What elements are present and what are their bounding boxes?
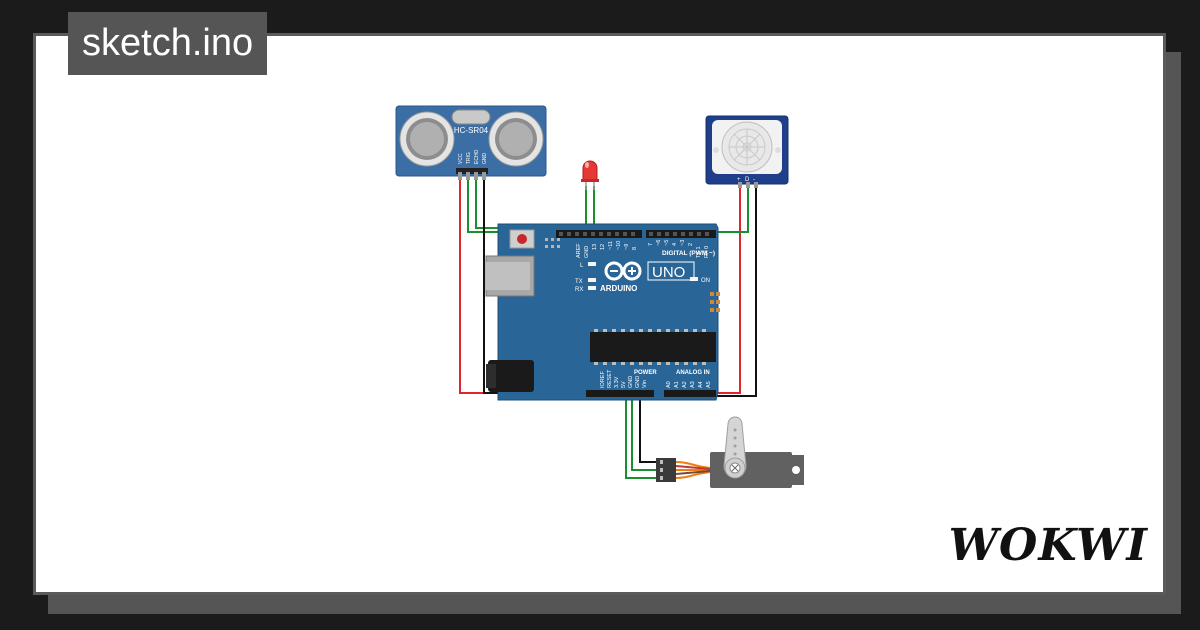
led-label-rx: RX — [575, 287, 583, 293]
servo-cable — [675, 461, 711, 479]
pin-label-aref: AREF — [576, 243, 582, 258]
pin-label-3: ~3 — [680, 240, 686, 246]
pir-pin-data: D — [745, 177, 750, 183]
analog-label: ANALOG IN — [676, 370, 710, 376]
pin-label-a4: A4 — [698, 381, 704, 388]
atmega-chip — [590, 329, 716, 365]
icsp-header-right — [710, 292, 720, 312]
digital-header-holes — [559, 232, 709, 236]
sketch-title[interactable]: sketch.ino — [68, 12, 268, 75]
servo-motor[interactable] — [656, 416, 804, 488]
ultrasonic-pin-echo: ECHO — [474, 149, 480, 164]
pin-label-6: ~6 — [656, 240, 662, 246]
uno-label: UNO — [652, 264, 685, 281]
pin-label-11: ~11 — [608, 241, 614, 250]
pin-label-12: 12 — [600, 244, 606, 250]
pir-dome-pattern — [728, 128, 766, 166]
ultrasonic-pin-gnd: GND — [482, 153, 488, 165]
pin-label-a0: A0 — [666, 381, 672, 388]
led-label-l: L — [580, 263, 584, 269]
power-jack — [488, 360, 534, 392]
ultrasonic-sensor[interactable]: HC-SR04 VCC TRIG ECHO GND — [395, 105, 547, 180]
wokwi-logo: WOKWI — [948, 520, 1148, 571]
analog-header — [664, 390, 716, 397]
arduino-logo: ARDUINO — [600, 261, 642, 293]
arduino-uno[interactable]: AREF GND 13 12 ~11 ~10 ~9 8 7 ~6 ~5 4 ~3… — [485, 223, 720, 401]
ultrasonic-transducer-left — [399, 111, 455, 167]
led[interactable] — [581, 160, 599, 190]
ultrasonic-label: HC-SR04 — [454, 126, 489, 135]
pin-label-a1: A1 — [674, 381, 680, 388]
uno-badge — [647, 261, 695, 281]
pin-label-5: ~5 — [664, 240, 670, 246]
pin-label-2: 2 — [688, 243, 694, 246]
pin-label-reset: RESET — [607, 369, 613, 388]
pin-label-10: ~10 — [616, 241, 622, 250]
pin-label-9: ~9 — [624, 244, 630, 250]
pin-label-a3: A3 — [690, 381, 696, 388]
ultrasonic-header — [456, 168, 488, 180]
pin-label-a5: A5 — [706, 381, 712, 388]
pin-label-rx0: RX 0 — [704, 246, 710, 258]
analog-pin-labels: A0 A1 A2 A3 A4 A5 — [666, 381, 712, 388]
pir-sensor[interactable]: + D - — [705, 115, 789, 188]
wire-servo-vcc[interactable] — [631, 393, 660, 471]
power-label: POWER — [634, 370, 657, 376]
pin-label-gnd1: GND — [628, 376, 634, 388]
pin-label-vin: Vin — [642, 380, 648, 388]
pin-label-5v: 5V — [621, 381, 627, 388]
on-led-label: ON — [701, 278, 710, 284]
pin-label-13: 13 — [592, 244, 598, 250]
servo-connector — [656, 458, 676, 482]
pir-pin-minus: - — [753, 177, 755, 183]
pin-label-tx1: TX 1 — [696, 246, 702, 258]
led-label-tx: TX — [575, 279, 583, 285]
pin-label-8: 8 — [632, 247, 638, 250]
ultrasonic-pin-vcc: VCC — [458, 153, 464, 164]
pin-label-4: 4 — [672, 243, 678, 246]
ultrasonic-pin-trig: TRIG — [466, 152, 472, 164]
servo-body — [710, 452, 792, 488]
pin-label-gnd2: GND — [635, 376, 641, 388]
icsp-header-top — [545, 238, 560, 248]
pin-label-3v3: 3.3V — [614, 376, 620, 388]
digital-pin-labels: AREF GND 13 12 ~11 ~10 ~9 8 7 ~6 ~5 4 ~3… — [576, 240, 710, 258]
pin-label-a2: A2 — [682, 381, 688, 388]
pin-label-gnd: GND — [584, 246, 590, 258]
ultrasonic-pin-labels: VCC TRIG ECHO GND — [458, 149, 488, 164]
pin-label-ioref: IOREF — [600, 371, 606, 388]
power-pin-labels: IOREF RESET 3.3V 5V GND GND Vin — [600, 369, 648, 388]
pin-label-7: 7 — [648, 243, 654, 246]
pir-pin-plus: + — [737, 177, 741, 183]
wire-servo-gnd[interactable] — [639, 393, 660, 463]
power-header — [586, 390, 654, 397]
arduino-logo-text: ARDUINO — [600, 284, 637, 293]
ultrasonic-transducer-right — [488, 111, 544, 167]
digital-label: DIGITAL (PWM ~) — [662, 250, 715, 257]
pir-pin-labels: + D - — [737, 177, 755, 183]
